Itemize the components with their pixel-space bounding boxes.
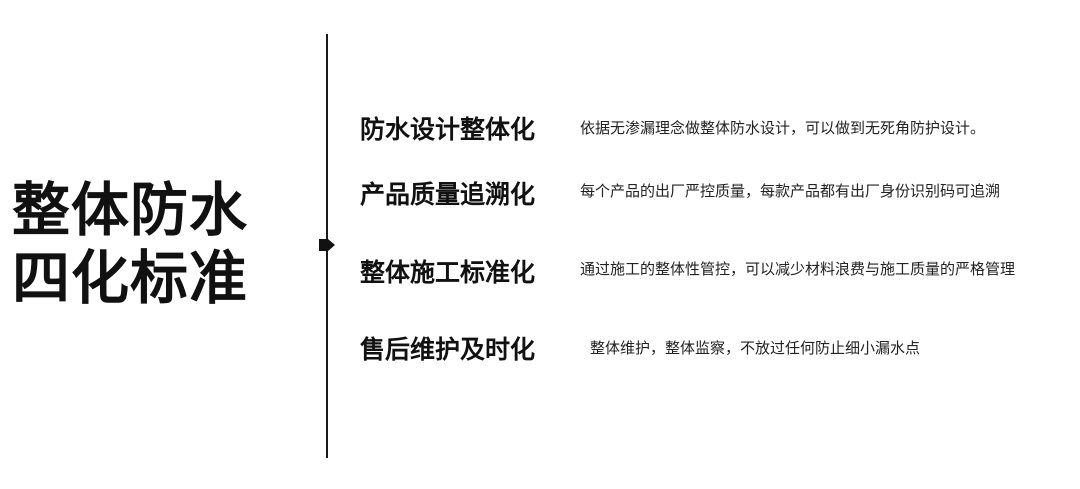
item-title: 防水设计整体化 [360,115,536,144]
item-description: 每个产品的出厂严控质量，每款产品都有出厂身份识别码可追溯 [580,182,1001,200]
item-description: 通过施工的整体性管控，可以减少材料浪费与施工质量的严格管理 [580,260,1016,278]
item-title: 售后维护及时化 [360,335,536,364]
item-title: 整体施工标准化 [360,258,536,287]
main-title-line-2: 四化标准 [12,244,249,312]
item-description: 整体维护，整体监察，不放过任何防止细小漏水点 [590,339,921,357]
item-quality: 产品质量追溯化 每个产品的出厂严控质量，每款产品都有出厂身份识别码可追溯 [360,177,1075,213]
item-description: 依据无渗漏理念做整体防水设计，可以做到无死角防护设计。 [580,119,986,137]
item-design: 防水设计整体化 依据无渗漏理念做整体防水设计，可以做到无死角防护设计。 [360,112,1075,148]
item-title: 产品质量追溯化 [360,180,536,209]
arrow-pointer-icon [319,239,335,251]
item-construction: 整体施工标准化 通过施工的整体性管控，可以减少材料浪费与施工质量的严格管理 [360,255,1075,291]
main-title: 整体防水 四化标准 [12,176,302,312]
item-after-sales: 售后维护及时化 整体维护，整体监察，不放过任何防止细小漏水点 [360,332,1075,368]
main-title-line-1: 整体防水 [12,176,249,244]
